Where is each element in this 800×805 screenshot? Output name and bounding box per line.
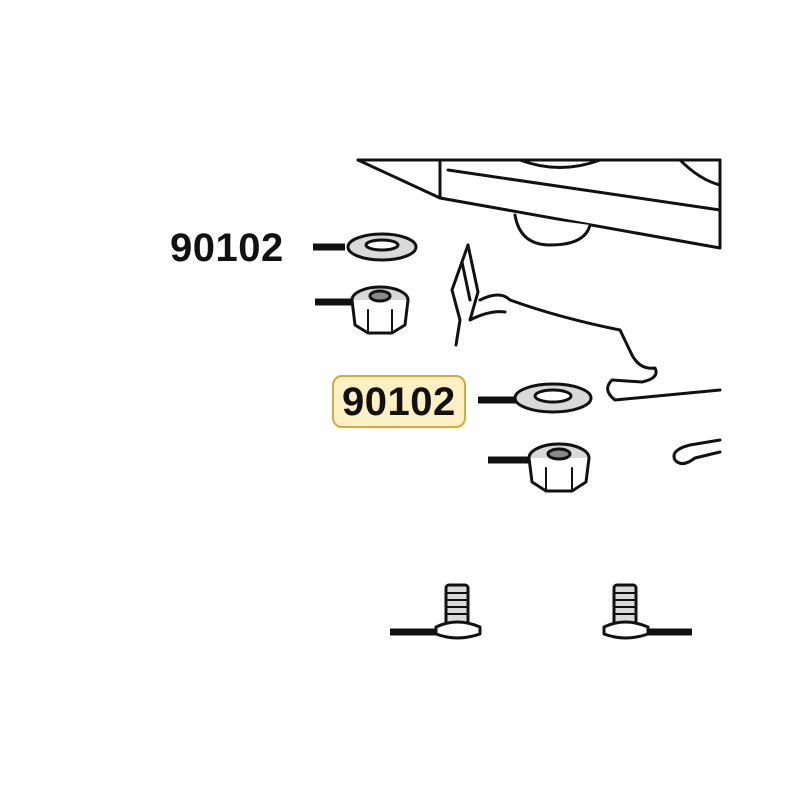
part-number-callout-washer-upper[interactable]: 90102 [170, 226, 284, 270]
part-number-callout-washer-lower-highlighted[interactable]: 90102 [332, 375, 466, 428]
spring-clip [450, 243, 722, 465]
bolt-right [602, 583, 650, 640]
bolt-left [434, 583, 482, 640]
flange-nut-upper [350, 285, 410, 335]
washer-lower [513, 382, 593, 414]
washer-upper [346, 232, 418, 262]
housing-frame [356, 158, 722, 250]
flange-nut-lower [527, 442, 591, 493]
